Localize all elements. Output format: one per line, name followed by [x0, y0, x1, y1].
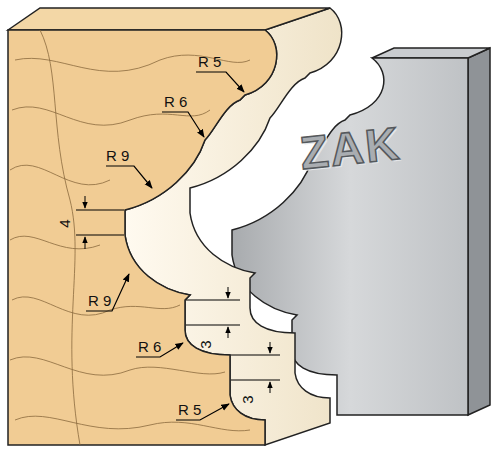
brand-mark: ZAK: [298, 120, 403, 176]
radius-label: R 5: [198, 54, 221, 69]
wood-grain: [10, 30, 250, 445]
radius-label: R 9: [88, 293, 111, 308]
dimension-label: 4: [57, 219, 72, 227]
radius-label: R 9: [106, 148, 129, 163]
radius-label: R 6: [164, 94, 187, 109]
dimension-label: 3: [198, 340, 213, 348]
knife-top: [372, 48, 490, 58]
wood-block: [8, 30, 277, 445]
dimension-lines: [76, 196, 280, 393]
dimension-label: 3: [240, 395, 255, 403]
leader-lines: [86, 72, 244, 420]
wood-top: [8, 8, 330, 30]
knife-side: [468, 48, 490, 415]
radius-label: R 5: [178, 402, 201, 417]
radius-label: R 6: [138, 339, 161, 354]
